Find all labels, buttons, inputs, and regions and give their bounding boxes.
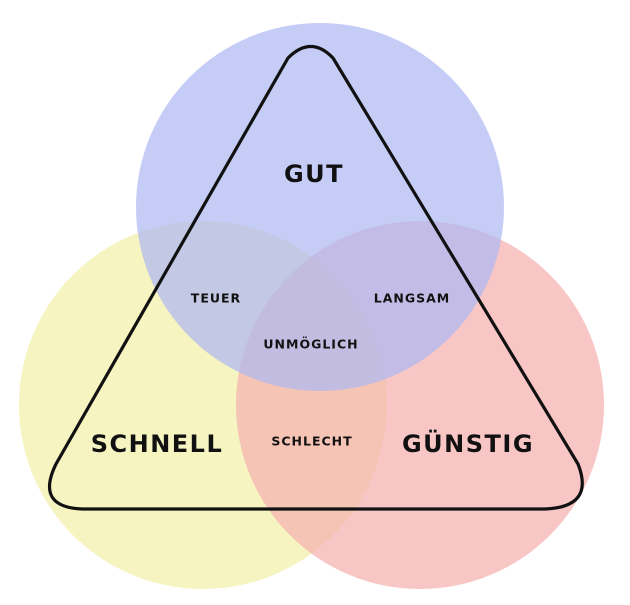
label-langsam: LANGSAM [374, 291, 450, 306]
label-gut: GUT [284, 160, 344, 188]
label-schnell: SCHNELL [91, 430, 224, 458]
triangle-outline [47, 44, 584, 511]
label-teuer: TEUER [191, 291, 241, 306]
label-schlecht: SCHLECHT [271, 434, 352, 449]
label-guenstig: GÜNSTIG [402, 428, 534, 458]
circle-gut [136, 23, 504, 391]
label-unmoeglich: UNMÖGLICH [263, 337, 358, 352]
